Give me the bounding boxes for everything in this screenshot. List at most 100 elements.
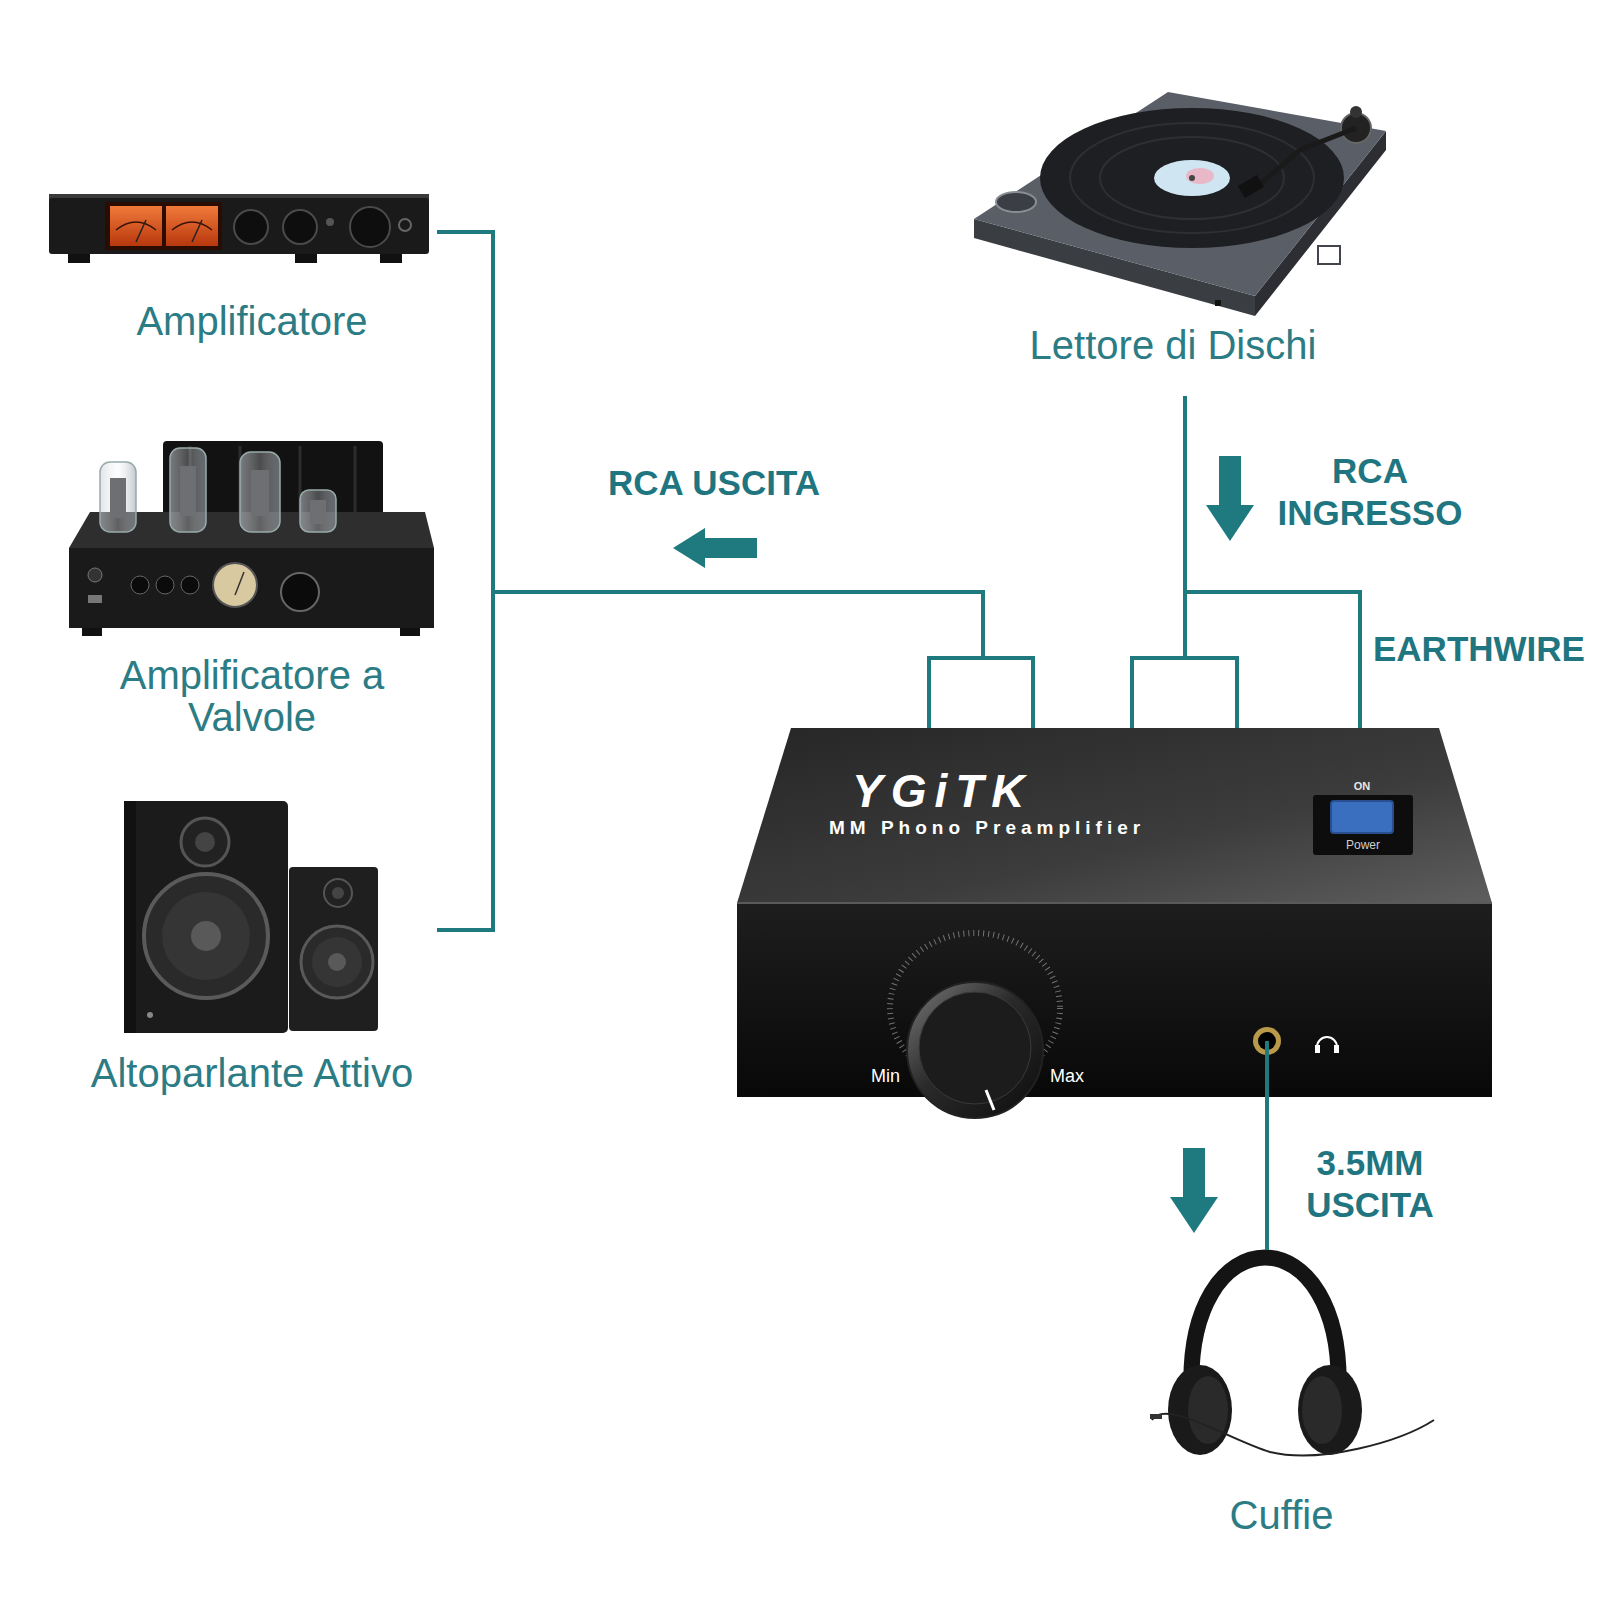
label-holder: ON <box>1331 780 1393 793</box>
speaker-illustration <box>144 874 268 998</box>
preamp-illustration <box>919 992 1031 1104</box>
tube-amplifier-illustration <box>100 462 136 532</box>
node-title: Amplificatore <box>67 300 437 342</box>
tube-amplifier-illustration <box>131 576 149 594</box>
connector-label-holder: RCA INGRESSO <box>1255 450 1485 534</box>
connector-label-holder: EARTHWIRE <box>1373 628 1585 670</box>
direction-arrow <box>1206 505 1254 541</box>
rca-plug-lead <box>1265 1041 1269 1097</box>
signal-cable <box>1132 396 1185 728</box>
connector-label-holder: 3.5MM USCITA <box>1255 1142 1485 1226</box>
tube-amplifier-illustration <box>240 452 280 532</box>
headphones-illustration <box>1302 1376 1342 1444</box>
direction-arrow <box>1170 1197 1218 1233</box>
label-holder: Max <box>1050 1066 1110 1086</box>
speaker-illustration <box>181 818 229 866</box>
amplifier-illustration <box>350 207 390 247</box>
node-subtitle: MM Phono Preamplifier <box>829 818 1145 839</box>
preamp-illustration <box>737 903 1492 1097</box>
speaker-illustration <box>147 1012 153 1018</box>
speaker-illustration <box>324 879 352 907</box>
amplifier-illustration <box>326 218 334 226</box>
tube-amplifier-illustration <box>400 628 420 636</box>
knob-scale-label: Min <box>840 1066 900 1086</box>
amplifier-illustration <box>68 254 90 263</box>
speaker-illustration <box>301 926 373 998</box>
signal-cable <box>1265 1097 1269 1250</box>
tube-amplifier-illustration <box>180 466 196 516</box>
switch-label: Power <box>1313 838 1413 852</box>
speaker-illustration <box>332 887 344 899</box>
turntable-illustration <box>1070 123 1314 233</box>
headphones-illustration <box>1152 1414 1434 1456</box>
tube-amplifier-illustration <box>69 441 434 636</box>
amplifier-illustration <box>380 254 402 263</box>
turntable-illustration <box>974 92 1386 316</box>
device-label-box: Altoparlante Attivo <box>67 801 437 1100</box>
turntable-illustration <box>996 192 1036 212</box>
tube-amplifier-illustration <box>300 490 336 532</box>
amplifier-illustration <box>49 194 429 263</box>
turntable-illustration <box>974 92 1386 296</box>
speaker-illustration <box>124 801 378 1033</box>
device-label-box: Amplificatore a Valvole <box>69 441 493 740</box>
turntable-illustration <box>1215 300 1221 306</box>
headphones-illustration <box>1298 1365 1362 1455</box>
tube-amplifier-illustration <box>156 576 174 594</box>
preamp-illustration <box>737 728 1492 1118</box>
tube-amplifier-illustration <box>281 573 319 611</box>
amplifier-illustration <box>49 198 429 254</box>
amplifier-illustration <box>283 210 317 244</box>
tube-amplifier-illustration <box>82 628 102 636</box>
turntable-illustration <box>1100 137 1284 219</box>
amplifier-illustration <box>295 254 317 263</box>
preamp-illustration <box>907 982 1043 1118</box>
turntable-illustration <box>1258 128 1356 186</box>
preamp-illustration <box>1313 795 1413 855</box>
turntable-illustration <box>1154 160 1230 196</box>
preamp-illustration <box>1331 801 1393 833</box>
rca-plug-lead <box>983 658 1267 1097</box>
node-title: Amplificatore a Valvole <box>102 654 402 738</box>
node-title: Altoparlante Attivo <box>67 1052 437 1094</box>
device-label-box: Amplificatore <box>49 194 437 346</box>
device-label-box: Cuffie <box>1148 1250 1439 1540</box>
tube-amplifier-illustration <box>251 470 269 516</box>
direction-arrow <box>673 456 1254 1233</box>
amplifier-illustration <box>399 219 411 231</box>
node-title: Cuffie <box>1148 1494 1415 1536</box>
tube-amplifier-illustration <box>88 568 102 582</box>
amplifier-illustration <box>166 206 218 246</box>
tube-amplifier-illustration <box>69 548 434 628</box>
tube-amplifier-illustration <box>110 478 126 518</box>
tube-amplifier-illustration <box>88 595 102 603</box>
speaker-illustration <box>162 892 250 980</box>
turntable-illustration <box>1040 108 1344 248</box>
connector-label-holder: RCA USCITA <box>574 462 854 504</box>
speaker-illustration <box>289 867 378 1031</box>
connector-label: 3.5MM USCITA <box>1255 1142 1485 1226</box>
connector-label: RCA USCITA <box>574 462 854 504</box>
rca-plug-lead <box>1185 658 1237 728</box>
speaker-illustration <box>328 953 346 971</box>
direction-arrow <box>1219 456 1241 508</box>
preamp-illustration <box>737 902 1492 904</box>
direction-arrow <box>673 528 705 568</box>
signal-cable <box>437 592 983 930</box>
node-title: Lettore di Dischi <box>974 324 1372 366</box>
knob-scale-label: Max <box>1050 1066 1110 1086</box>
signal-cable <box>437 232 983 728</box>
preamp-illustration <box>737 728 1492 903</box>
amplifier-illustration <box>105 202 222 250</box>
speaker-illustration <box>124 801 288 1033</box>
turntable-illustration <box>1189 175 1195 181</box>
headphones-illustration <box>1150 1258 1434 1456</box>
label-holder: Min <box>840 1066 900 1086</box>
node-title: YGiTK <box>852 768 1033 814</box>
turntable-illustration <box>1350 106 1362 118</box>
direction-arrow <box>704 538 757 558</box>
turntable-illustration <box>1318 246 1340 264</box>
